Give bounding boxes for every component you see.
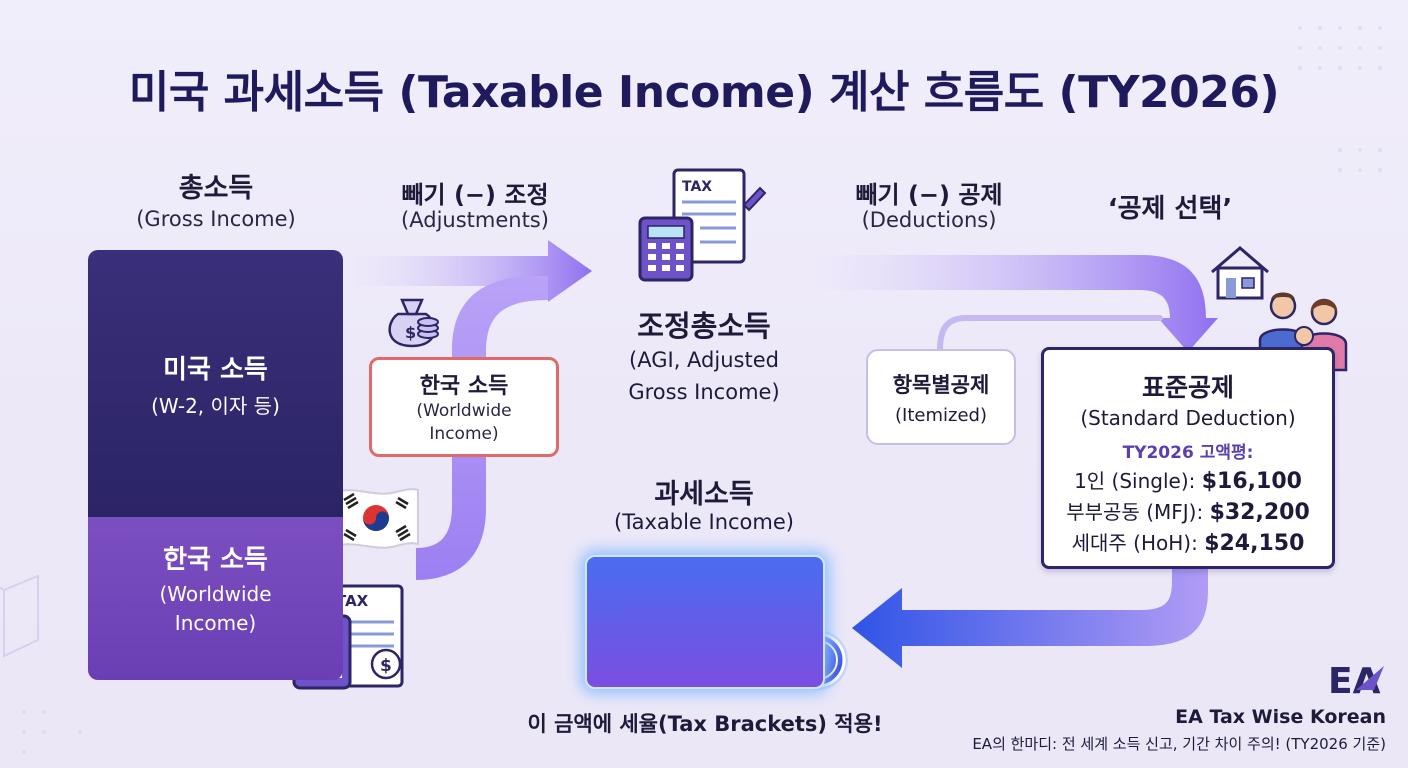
page-title: 미국 과세소득 (Taxable Income) 계산 흐름도 (TY2026) <box>128 67 1280 118</box>
svg-text:$: $ <box>405 323 416 342</box>
korea-flag-icon <box>335 488 419 549</box>
money-bag-icon: $ <box>388 298 439 348</box>
adjustments-title: 빼기 (−) 조정 <box>401 181 549 209</box>
deductions-arrow <box>816 255 1218 352</box>
ea-logo: EA <box>1328 661 1384 702</box>
brand-name: EA Tax Wise Korean <box>1175 706 1386 728</box>
deduction-row-single: 1인 (Single): $16,100 <box>1074 469 1302 494</box>
deductions-subtitle: (Deductions) <box>861 208 997 232</box>
agi-title: 조정총소득 <box>637 309 771 343</box>
itemized-connector <box>937 315 1163 353</box>
background-cube <box>0 574 39 658</box>
adjustments-subtitle: (Adjustments) <box>401 208 549 232</box>
us-income-subtitle: (W-2, 이자 등) <box>151 393 280 418</box>
deduction-row-hoh: 세대주 (HoH): $24,150 <box>1071 531 1305 556</box>
svg-text:$: $ <box>380 656 392 676</box>
standard-deduction-heading: TY2026 고액평: <box>1122 443 1254 463</box>
itemized-deduction-box: 항목별공제 (Itemized) <box>866 349 1016 445</box>
agi-subtitle-2: Gross Income) <box>628 380 780 404</box>
korean-income-title: 한국 소득 <box>163 545 268 575</box>
korean-income-block: 한국 소득 (Worldwide Income) <box>88 517 343 680</box>
korean-income-subtitle-2: Income) <box>174 611 257 635</box>
taxable-income-box <box>585 555 825 689</box>
itemized-subtitle: (Itemized) <box>895 404 987 426</box>
taxable-income-title: 과세소득 <box>654 479 754 510</box>
standard-deduction-title: 표준공제 <box>1141 373 1234 402</box>
agi-subtitle-1: (AGI, Adjusted <box>629 348 779 372</box>
tax-calculator-icon: TAX <box>638 168 767 282</box>
house-icon <box>1211 246 1269 300</box>
footer-tip: EA의 한마디: 전 세계 소득 신고, 기간 차이 주의! (TY2026 기… <box>972 735 1386 753</box>
deduction-choice-label: ‘공제 선택’ <box>1107 194 1233 224</box>
adjustments-arrow <box>356 240 592 302</box>
callout-title: 한국 소득 <box>419 374 509 399</box>
deductions-title: 빼기 (−) 공제 <box>855 181 1003 209</box>
us-income-block: 미국 소득 (W-2, 이자 등) <box>88 250 343 517</box>
taxable-income-subtitle: (Taxable Income) <box>614 510 794 534</box>
korean-income-callout: 한국 소득 (Worldwide Income) <box>369 357 559 457</box>
background-decoration <box>22 26 1382 754</box>
standard-deduction-subtitle: (Standard Deduction) <box>1080 406 1296 430</box>
gross-income-title: 총소득 <box>178 173 254 204</box>
callout-subtitle-2: Income) <box>429 424 499 444</box>
korean-income-subtitle-1: (Worldwide <box>159 582 272 606</box>
svg-text:TAX: TAX <box>336 592 369 610</box>
tax-brackets-note: 이 금액에 세율(Tax Brackets) 적용! <box>527 712 883 736</box>
itemized-title: 항목별공제 <box>892 372 990 397</box>
standard-deduction-box: 표준공제 (Standard Deduction) TY2026 고액평: 1인… <box>1041 347 1335 569</box>
deduction-row-mfj: 부부공동 (MFJ): $32,200 <box>1066 500 1310 525</box>
taxable-income-arrow <box>852 568 1208 668</box>
agi-subtitle: (AGI, Adjusted Gross Income) <box>584 344 824 408</box>
gross-income-subtitle: (Gross Income) <box>136 207 296 231</box>
us-income-title: 미국 소득 <box>163 354 268 385</box>
callout-subtitle-1: (Worldwide <box>416 401 512 421</box>
tax-doc-label: TAX <box>682 179 712 195</box>
